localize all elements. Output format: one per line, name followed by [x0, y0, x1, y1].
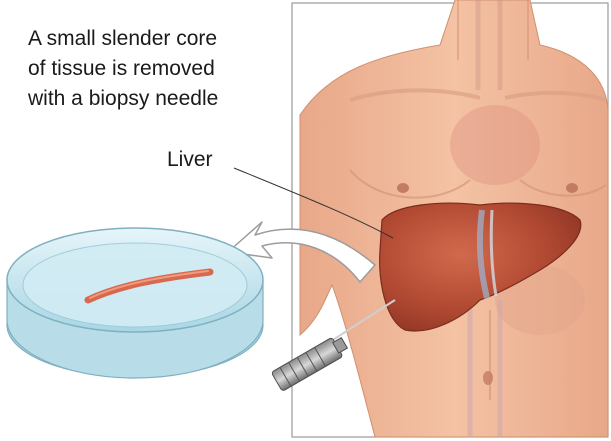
petri-dish	[7, 228, 263, 378]
caption-line-3: with a biopsy needle	[28, 84, 278, 114]
biopsy-caption: A small slender core of tissue is remove…	[28, 24, 278, 114]
caption-line-2: of tissue is removed	[28, 54, 278, 84]
liver-label: Liver	[167, 148, 213, 172]
caption-line-1: A small slender core	[28, 24, 278, 54]
